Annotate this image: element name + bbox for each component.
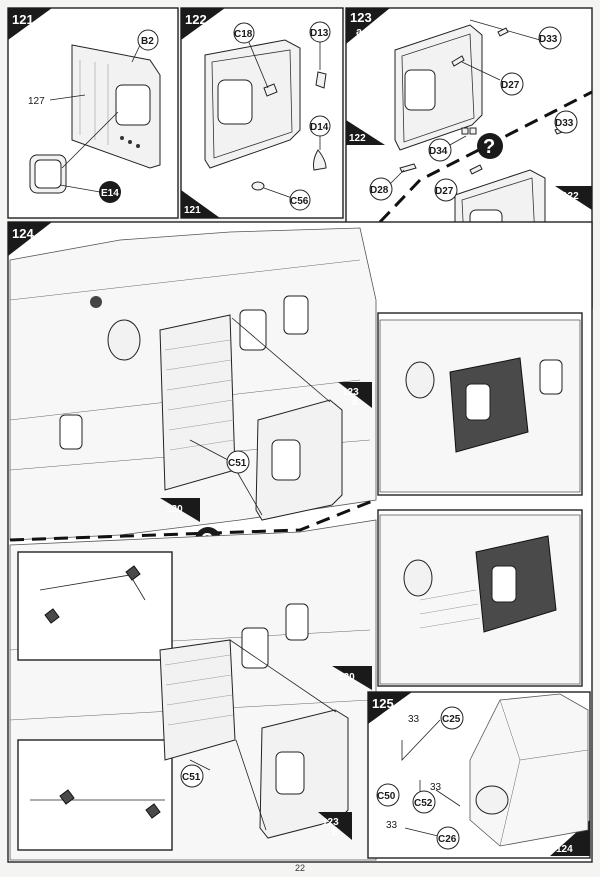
callout-c26 bbox=[436, 826, 460, 850]
part-bench-frame bbox=[159, 314, 236, 491]
part-d13 bbox=[315, 71, 327, 89]
page-number: 22 bbox=[294, 863, 305, 873]
part-label-d28-a: D28 bbox=[370, 185, 389, 196]
step-number-124: 124 bbox=[12, 226, 34, 241]
step-number-125: 125 bbox=[372, 696, 394, 711]
callout-d13 bbox=[309, 21, 331, 43]
step-badge-122 bbox=[181, 8, 225, 40]
ref-label-120-lower: 120 bbox=[338, 672, 355, 683]
ref-tag-120-lower bbox=[332, 666, 372, 690]
part-door-inner-frame bbox=[204, 39, 301, 169]
step-number-121: 121 bbox=[12, 12, 34, 27]
part-label-c25: C25 bbox=[442, 714, 461, 725]
callout-d27-b bbox=[434, 178, 458, 202]
panel-step-122: 122 121 C18 D13 D14 C56 bbox=[180, 7, 344, 219]
callout-e14 bbox=[99, 181, 121, 203]
callout-c18 bbox=[233, 22, 255, 44]
part-label-d27-a: D27 bbox=[501, 80, 520, 91]
part-door-assembly-123a bbox=[255, 399, 343, 521]
zoom-inset-bottom-left bbox=[17, 739, 173, 851]
part-bench-frame-lower bbox=[159, 639, 236, 761]
part-label-127: 127 bbox=[28, 96, 45, 107]
ref-label-121: 121 bbox=[184, 205, 201, 216]
callout-c51-upper bbox=[226, 450, 250, 474]
callout-c56 bbox=[289, 189, 311, 211]
part-label-d34-a: D34 bbox=[429, 146, 448, 157]
ref-label-122b: 122 bbox=[562, 191, 579, 202]
part-label-33-bottom: 33 bbox=[386, 820, 398, 831]
part-label-c52: C52 bbox=[414, 798, 433, 809]
callout-d33-b bbox=[554, 110, 578, 134]
part-label-c26: C26 bbox=[438, 834, 457, 845]
part-label-d14: D14 bbox=[310, 122, 329, 133]
callout-b2 bbox=[137, 29, 159, 51]
step-number-122: 122 bbox=[185, 12, 207, 27]
ref-label-123b: 123 bbox=[322, 817, 339, 828]
ref-label-122a: 122 bbox=[349, 133, 366, 144]
panel-step-125: 125 124 33 C25 C50 C52 33 33 C26 bbox=[367, 691, 591, 859]
step-badge-124 bbox=[8, 222, 52, 256]
part-label-c51-lower: C51 bbox=[182, 772, 201, 783]
callout-d14 bbox=[309, 115, 331, 137]
part-label-c50: C50 bbox=[377, 791, 396, 802]
part-label-c56: C56 bbox=[290, 196, 309, 207]
step-sub-123a: a bbox=[356, 26, 363, 38]
helicopter-nose bbox=[469, 693, 589, 847]
part-label-b2: B2 bbox=[141, 36, 154, 47]
step-badge-125 bbox=[368, 692, 412, 724]
callout-c52 bbox=[412, 790, 436, 814]
part-label-e14: E14 bbox=[101, 188, 119, 199]
part-label-c51-upper: C51 bbox=[228, 458, 247, 469]
callout-c51-lower bbox=[180, 764, 204, 788]
step-badge-121 bbox=[8, 8, 52, 40]
zoom-inset-top-left bbox=[17, 551, 173, 661]
callout-d27-a bbox=[500, 72, 524, 96]
callout-d34-a bbox=[428, 138, 452, 162]
panel-step-124: 124 123 a C51 120 bbox=[7, 221, 593, 863]
callout-d28-a bbox=[369, 177, 393, 201]
ref-tag-123a bbox=[338, 382, 372, 408]
callout-c25 bbox=[440, 706, 464, 730]
part-door-panel-b2 bbox=[71, 44, 161, 169]
part-label-d33-a: D33 bbox=[539, 34, 558, 45]
part-label-33-mid: 33 bbox=[430, 782, 442, 793]
callout-d33-a bbox=[538, 26, 562, 50]
panel-step-121: 121 B2 127 E14 bbox=[7, 7, 179, 219]
part-label-d33-b: D33 bbox=[555, 118, 574, 129]
step-number-123a: 123 bbox=[350, 10, 372, 25]
question-mark-123: ? bbox=[483, 136, 495, 158]
ref-label-123a: 123 bbox=[342, 387, 359, 398]
part-label-33-top: 33 bbox=[408, 714, 420, 725]
part-label-d27-b: D27 bbox=[435, 186, 454, 197]
question-mark-icon-123 bbox=[477, 133, 503, 159]
ref-sub-123a: a bbox=[352, 397, 358, 408]
ref-tag-123b bbox=[318, 812, 352, 840]
ref-tag-120-upper bbox=[160, 498, 200, 522]
part-label-c18: C18 bbox=[234, 29, 253, 40]
part-c56 bbox=[251, 181, 265, 191]
callout-c50 bbox=[376, 783, 400, 807]
ref-tag-122b bbox=[555, 186, 592, 210]
step-badge-123a bbox=[346, 8, 390, 44]
ref-tag-122a bbox=[346, 120, 385, 145]
ref-tag-121 bbox=[181, 190, 220, 218]
part-door-123a bbox=[394, 24, 483, 151]
ref-label-120-upper: 120 bbox=[166, 504, 183, 515]
part-d14 bbox=[313, 149, 327, 171]
part-label-d13: D13 bbox=[310, 28, 329, 39]
ref-label-124: 124 bbox=[556, 844, 573, 855]
ref-sub-123b: b bbox=[332, 828, 338, 839]
